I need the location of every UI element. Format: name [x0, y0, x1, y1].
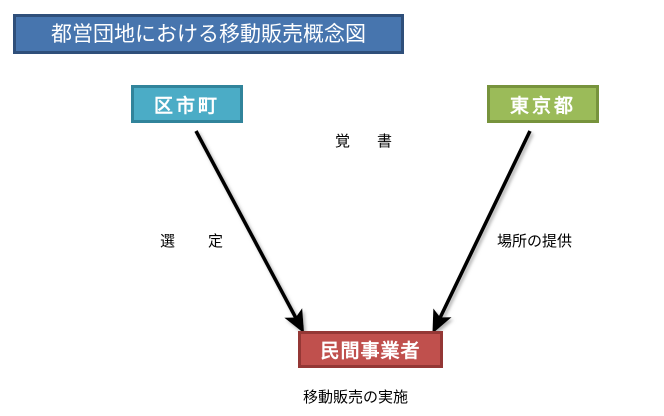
- node-city-label: 区市町: [153, 94, 220, 117]
- node-tokyo[interactable]: 東京都: [487, 85, 599, 123]
- edge-label-place-provision: 場所の提供: [497, 232, 573, 250]
- diagram-title-banner: 都営団地における移動販売概念図: [13, 14, 404, 54]
- node-private-operator-label: 民間事業者: [320, 340, 421, 362]
- page-title: 都営団地における移動販売概念図: [51, 21, 366, 46]
- node-tokyo-label: 東京都: [509, 94, 576, 117]
- node-city[interactable]: 区市町: [131, 85, 243, 123]
- edge-label-memo: 覚 書: [335, 132, 399, 150]
- node-private-operator[interactable]: 民間事業者: [298, 331, 443, 368]
- edge-label-selection: 選 定: [160, 232, 233, 250]
- arrow-selection: [194, 130, 305, 334]
- arrow-place-provision: [432, 130, 532, 334]
- bottom-caption: 移動販売の実施: [303, 388, 409, 406]
